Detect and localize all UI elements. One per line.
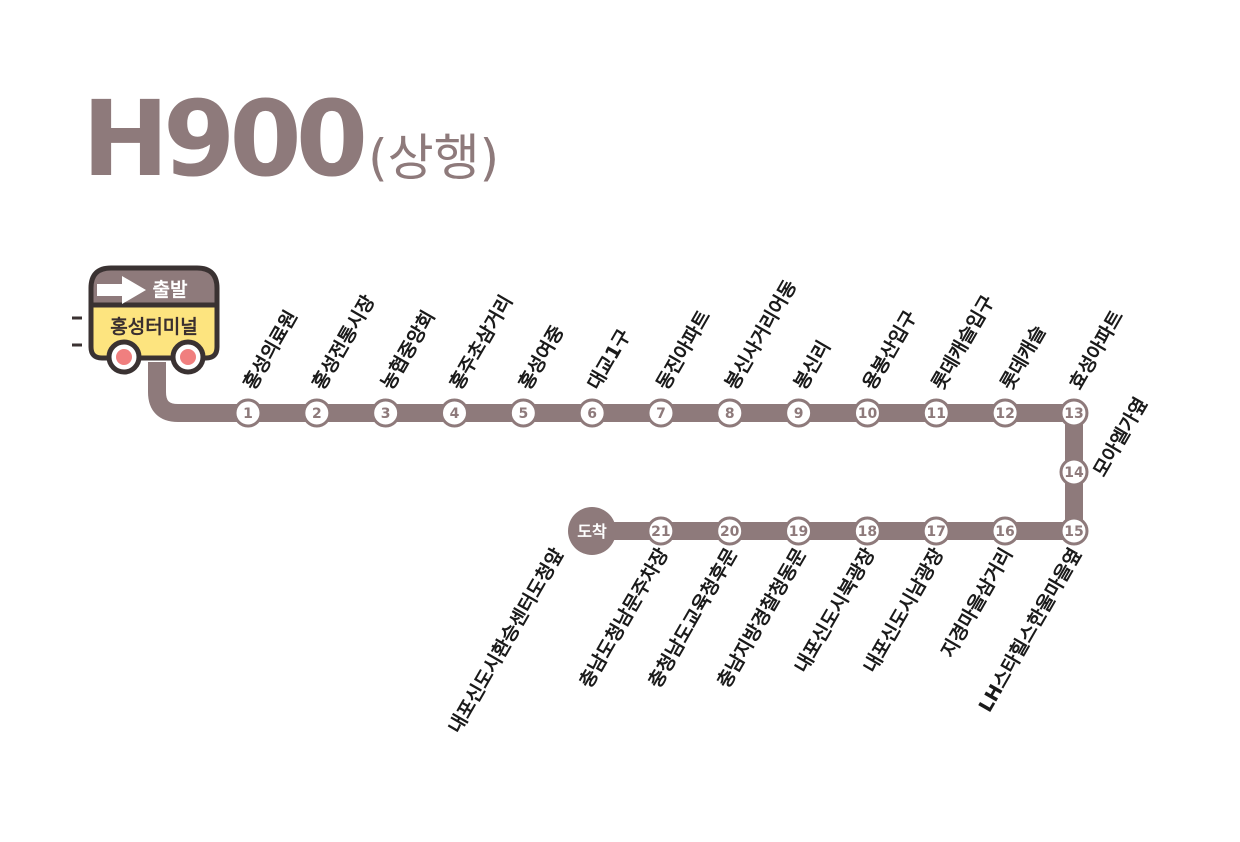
terminal-label: 홍성터미널: [110, 315, 197, 338]
arrival-label: 도착: [577, 522, 607, 541]
stop-name: 지경마을삼거리: [937, 545, 1017, 662]
departure-badge: 출발: [153, 279, 188, 301]
stop-marker: [302, 398, 332, 428]
stop-number: 10: [858, 406, 878, 422]
stop-marker: [852, 516, 882, 546]
stop-number: 5: [518, 406, 528, 422]
stop-number: 13: [1064, 406, 1083, 422]
stop-name: 홍주초삼거리: [445, 291, 517, 393]
stop-number: 8: [725, 406, 735, 422]
stop-name: 내포신도시환승센터도청앞: [444, 544, 568, 737]
stop-marker: [371, 398, 401, 428]
wheel-icon: [106, 339, 142, 375]
stop-number: 14: [1064, 465, 1084, 481]
stop-number: 2: [312, 406, 322, 422]
stop-number: 17: [926, 524, 945, 540]
stop-name: 홍성여중: [514, 321, 569, 393]
stop-marker: [1059, 457, 1089, 487]
stop-name: 홍성의료원: [238, 306, 302, 393]
stop-marker: [990, 516, 1020, 546]
stop-name: 봉신사거리어동: [721, 277, 801, 394]
stop-number: 9: [794, 406, 804, 422]
stop-marker: [921, 398, 951, 428]
stop-number: 12: [995, 406, 1014, 422]
stop-marker: [715, 398, 745, 428]
stop-marker: [646, 516, 676, 546]
stop-marker: [1059, 516, 1089, 546]
stop-name: 용봉산입구: [859, 307, 922, 394]
page-title: H900(상행): [82, 78, 499, 200]
stop-name: 봉신리: [790, 337, 835, 393]
wheel-icon: [170, 339, 206, 375]
stop-number: 6: [587, 406, 597, 422]
stop-name: 동진아파트: [652, 307, 715, 394]
stop-name: 대교1구: [583, 326, 635, 394]
stop-number: 15: [1064, 524, 1083, 540]
stop-marker: [439, 398, 469, 428]
stop-marker: [646, 398, 676, 428]
right-arrow-icon: [97, 276, 146, 304]
stop-number: 16: [995, 524, 1014, 540]
stop-number: 20: [720, 524, 740, 540]
arrival-marker: 도착: [568, 507, 616, 555]
bus-icon: 출발 홍성터미널: [88, 265, 220, 375]
stop-name: 롯데캐슬입구: [928, 292, 999, 394]
stop-marker: [577, 398, 607, 428]
stop-marker: [233, 398, 263, 428]
stop-marker: [784, 516, 814, 546]
stop-marker: [921, 516, 951, 546]
stop-number: 4: [450, 406, 460, 422]
route-line: [148, 362, 1083, 540]
stop-number: 1: [243, 406, 253, 422]
stop-marker: [508, 398, 538, 428]
stop-name: 홍성전통시장: [307, 291, 380, 394]
route-direction: (상행): [368, 129, 500, 187]
stop-name: 농협중앙회: [377, 307, 440, 394]
stop-number: 21: [651, 524, 670, 540]
stop-name: 롯데캐슬: [996, 322, 1050, 394]
route-number: H900: [82, 78, 368, 200]
stop-marker: [1059, 398, 1089, 428]
stop-marker: [715, 516, 745, 546]
stop-number: 7: [656, 406, 666, 422]
stop-number: 19: [789, 524, 808, 540]
stop-marker: [852, 398, 882, 428]
stop-marker: [990, 398, 1020, 428]
stop-number: 11: [927, 406, 946, 422]
stop-number: 18: [858, 524, 877, 540]
stop-marker: [784, 398, 814, 428]
stop-name: 모아엘가옆: [1089, 394, 1152, 481]
stop-number: 3: [381, 406, 391, 422]
stop-name: 효성아파트: [1065, 307, 1128, 394]
